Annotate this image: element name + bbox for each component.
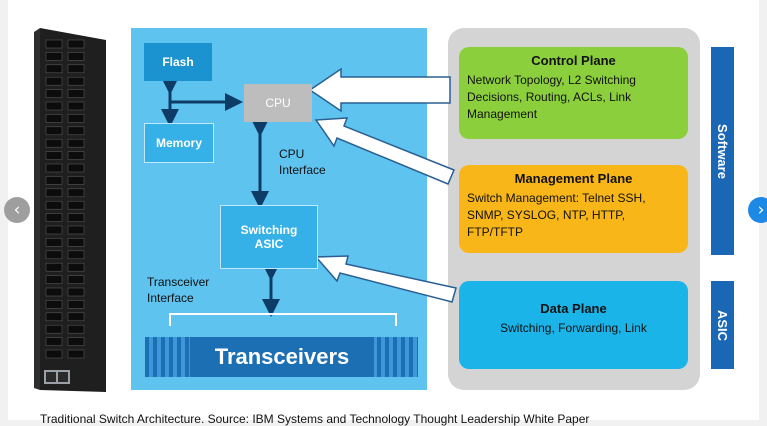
data-plane-title: Data Plane xyxy=(540,301,607,316)
previous-image-button[interactable]: ‹ xyxy=(4,197,30,223)
switch-port xyxy=(67,238,85,247)
switch-port xyxy=(67,52,85,61)
switch-port xyxy=(67,312,85,322)
control-plane-description: Network Topology, L2 Switching Decisions… xyxy=(467,73,636,121)
switch-port xyxy=(45,163,63,173)
image-card: Flash Memory CPU CPU Interface Switching… xyxy=(4,0,767,426)
switching-asic-line2: ASIC xyxy=(254,237,284,251)
switching-asic-box: Switching ASIC xyxy=(220,205,318,269)
switch-port xyxy=(67,176,85,185)
switch-port xyxy=(67,114,85,123)
switch-port xyxy=(45,324,63,334)
image-caption: Traditional Switch Architecture. Source:… xyxy=(40,412,590,426)
next-image-button[interactable]: › xyxy=(748,197,767,223)
switch-port xyxy=(45,213,63,222)
switch-port xyxy=(67,89,85,98)
data-plane-box: Data Plane Switching, Forwarding, Link xyxy=(459,281,688,369)
software-side-bar: Software xyxy=(711,47,734,255)
switch-port xyxy=(45,337,63,346)
switch-port xyxy=(45,101,63,111)
switch-port xyxy=(67,225,85,235)
switch-port xyxy=(67,138,85,148)
switch-port xyxy=(67,250,85,260)
switch-port xyxy=(67,151,85,160)
asic-side-bar: ASIC xyxy=(711,281,734,369)
memory-box: Memory xyxy=(144,123,214,163)
transceivers-label: Transceivers xyxy=(190,337,374,377)
switch-port xyxy=(67,213,85,222)
switch-port xyxy=(45,250,63,260)
cpu-interface-label: CPU Interface xyxy=(279,147,326,177)
switch-port xyxy=(67,324,85,334)
flash-box: Flash xyxy=(144,43,212,81)
switch-port xyxy=(45,287,63,297)
switch-port xyxy=(67,101,85,111)
switch-port xyxy=(45,225,63,235)
data-plane-description: Switching, Forwarding, Link xyxy=(500,321,647,335)
switch-port xyxy=(45,52,63,61)
cpu-label: CPU xyxy=(265,96,291,110)
switch-port xyxy=(45,151,63,160)
switch-port xyxy=(45,300,63,309)
transceiver-interface-label: Transceiver Interface xyxy=(147,275,210,305)
management-plane-box: Management Plane Switch Management: Teln… xyxy=(459,165,688,253)
switch-port xyxy=(45,64,63,74)
switch-port xyxy=(67,300,85,309)
switch-port xyxy=(45,188,63,198)
switch-port xyxy=(45,126,63,136)
switch-port xyxy=(67,163,85,173)
switch-port xyxy=(67,76,85,86)
switching-asic-line1: Switching xyxy=(240,223,298,237)
switch-port xyxy=(45,238,63,247)
chevron-left-icon: ‹ xyxy=(13,199,21,220)
switch-port xyxy=(45,138,63,148)
control-plane-box: Control Plane Network Topology, L2 Switc… xyxy=(459,47,688,139)
cpu-box: CPU xyxy=(244,84,312,122)
control-plane-title: Control Plane xyxy=(531,53,616,68)
asic-label: ASIC xyxy=(715,309,730,341)
switch-port xyxy=(67,275,85,284)
switch-port xyxy=(67,287,85,297)
memory-label: Memory xyxy=(155,136,202,150)
connector-arrows xyxy=(161,67,457,326)
switch-port xyxy=(45,39,63,49)
switch-port xyxy=(45,262,63,272)
switch-port xyxy=(45,312,63,322)
switch-port xyxy=(67,64,85,74)
chevron-right-icon: › xyxy=(757,199,765,220)
switch-port xyxy=(67,337,85,346)
network-switch-image xyxy=(34,28,106,392)
switch-port xyxy=(45,200,63,210)
switch-port xyxy=(67,188,85,198)
switch-port xyxy=(45,275,63,284)
management-plane-title: Management Plane xyxy=(514,171,633,186)
switch-port xyxy=(67,262,85,272)
switch-port xyxy=(45,114,63,123)
switch-port xyxy=(67,39,85,49)
switch-port xyxy=(67,200,85,210)
switch-port xyxy=(45,176,63,185)
switch-port xyxy=(67,126,85,136)
switch-port xyxy=(45,89,63,98)
switch-port xyxy=(67,349,85,359)
flash-label: Flash xyxy=(162,55,194,69)
management-plane-description: Switch Management: Telnet SSH, SNMP, SYS… xyxy=(467,191,646,239)
switch-port xyxy=(45,349,63,359)
software-label: Software xyxy=(715,123,730,179)
switch-port xyxy=(45,76,63,86)
